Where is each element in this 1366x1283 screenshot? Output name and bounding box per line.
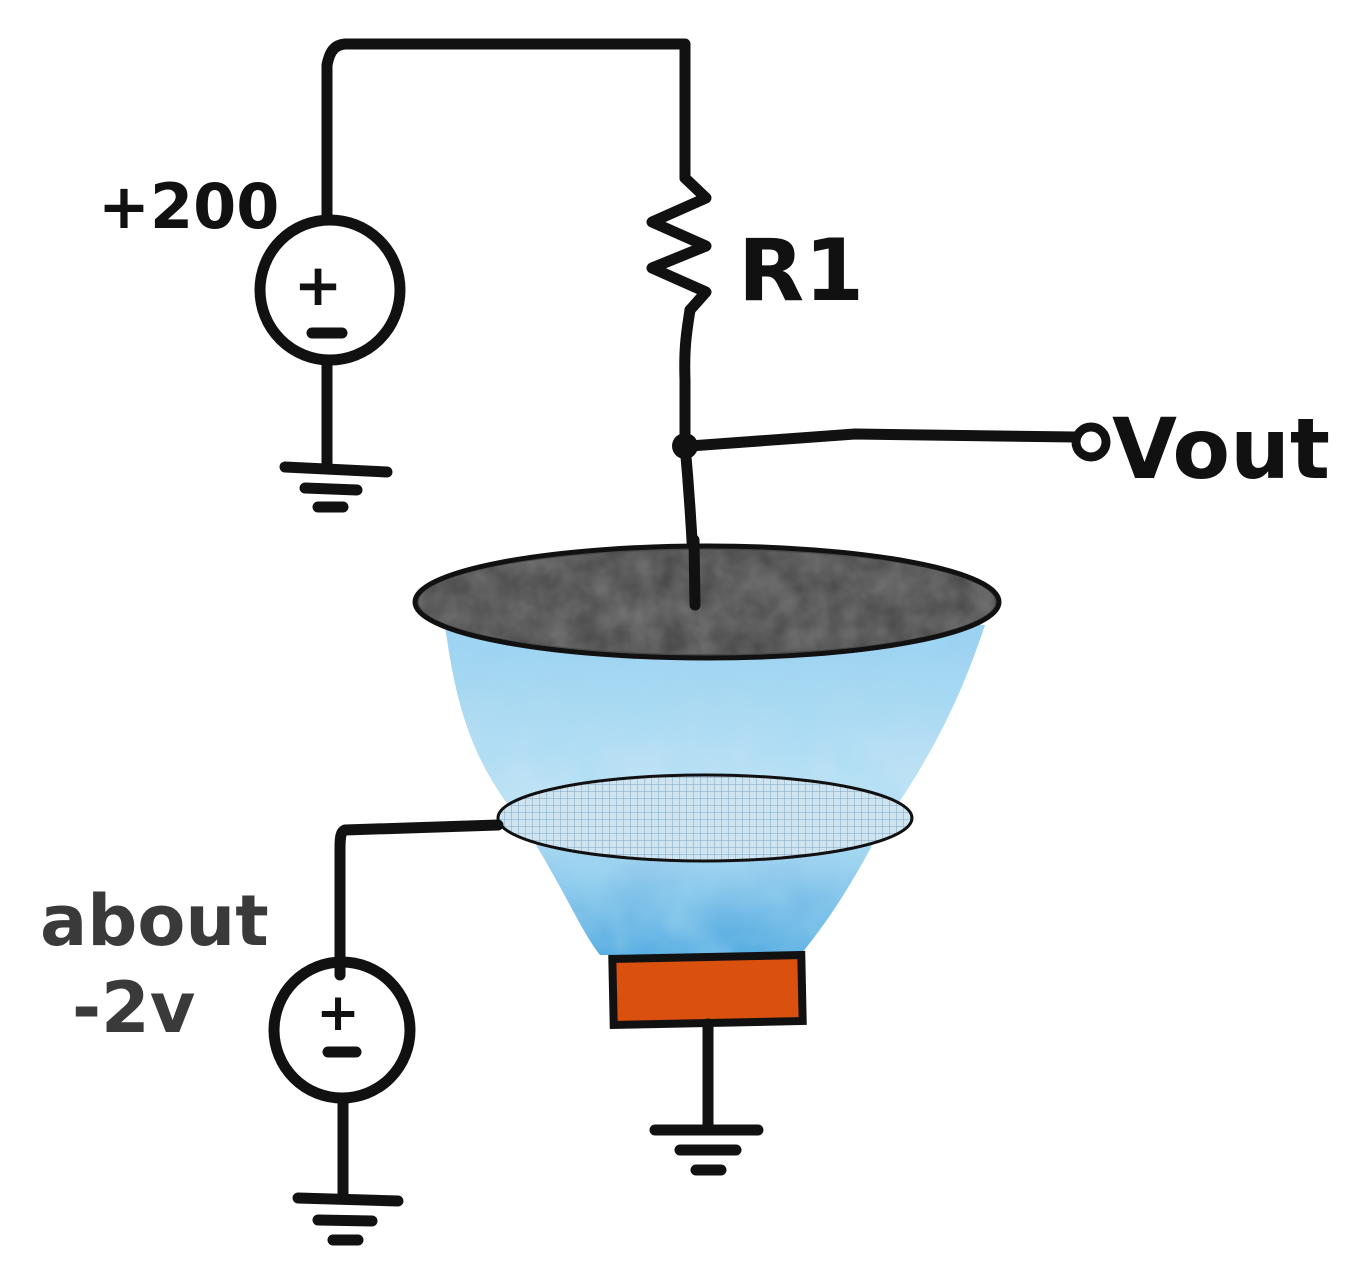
- grid-source-plus-sign: +: [316, 983, 360, 1043]
- output-wire: [684, 428, 1081, 452]
- ground-icon: [292, 1192, 404, 1246]
- resistor-r1: [646, 172, 712, 316]
- grid-supply-label-line2: -2v: [72, 967, 195, 1049]
- grid-supply-label-line1: about: [40, 880, 269, 962]
- plate-lead: [688, 534, 701, 611]
- grid-voltage-source: +: [268, 956, 416, 1104]
- top-wire: [321, 38, 691, 226]
- source-plus-sign: +: [294, 251, 343, 319]
- cathode: [608, 950, 807, 1030]
- resistor-label: R1: [738, 221, 864, 321]
- output-label: Vout: [1112, 400, 1330, 498]
- control-grid: [496, 773, 914, 863]
- grid-wire: [334, 819, 504, 981]
- plate-supply-label: +200: [98, 170, 279, 243]
- ground-icon: [279, 461, 393, 513]
- plate-voltage-source: +: [254, 214, 406, 366]
- output-terminal: [1071, 422, 1111, 462]
- plate-anode: [412, 543, 1002, 661]
- ground-icon: [649, 1124, 764, 1176]
